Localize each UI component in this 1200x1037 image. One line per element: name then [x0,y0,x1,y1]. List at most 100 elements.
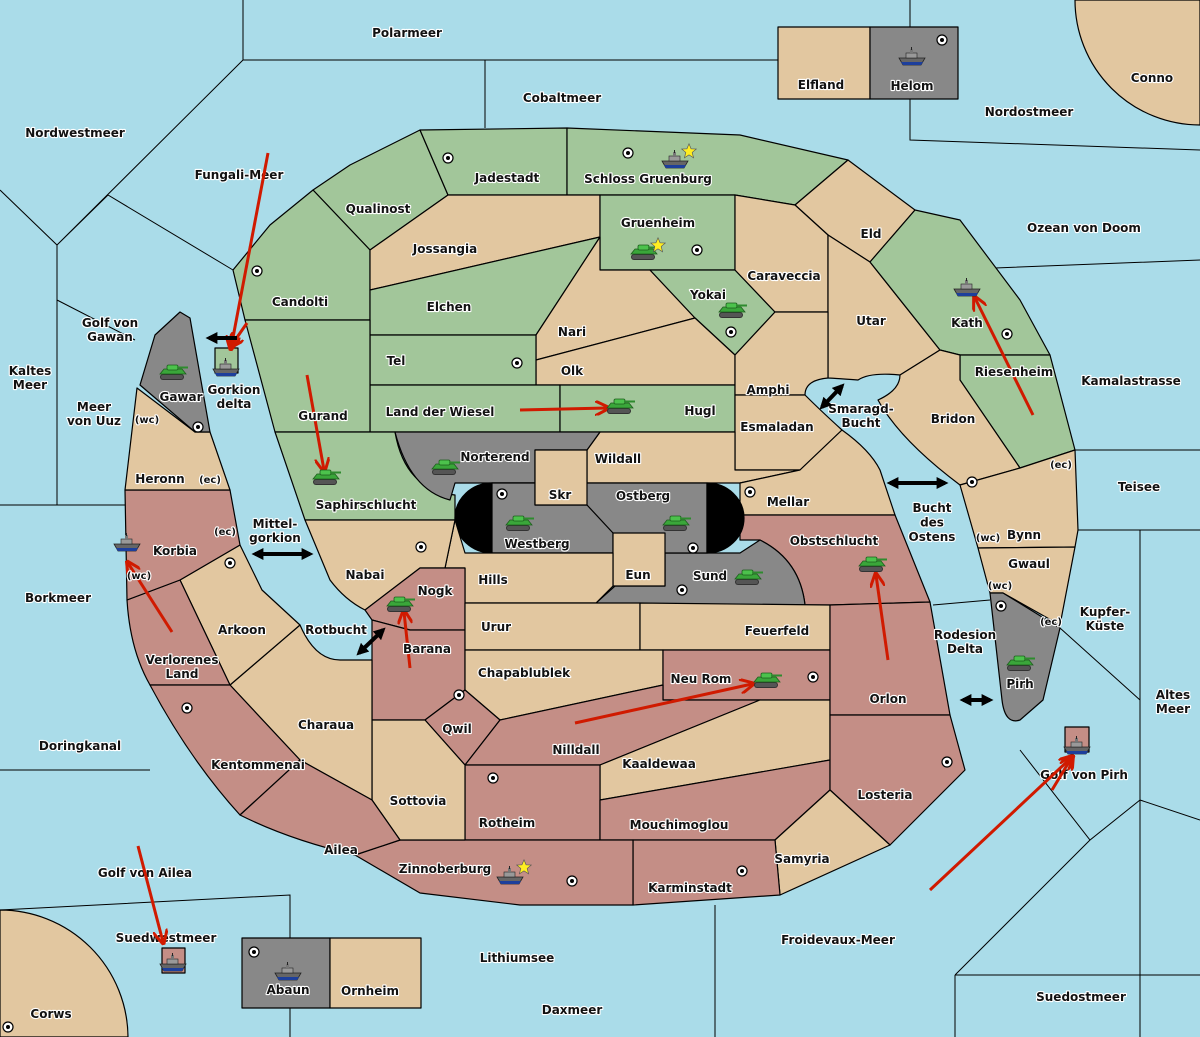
label-candolti: Candolti [272,295,328,309]
label-tel: Tel [387,354,406,368]
label-eld: Eld [861,227,882,241]
label-rotheim: Rotheim [479,816,536,830]
label-hugl: Hugl [684,404,715,418]
territory-mellar[interactable] [739,429,896,516]
label-ostberg: Ostberg [616,489,670,503]
label-samyria: Samyria [774,852,829,866]
label-polarmeer: Polarmeer [372,26,442,40]
label-mittelgorkion: Mittel-gorkion [249,517,301,545]
coast-bynn-ec: (ec) [1050,460,1072,471]
move-order-arrow [231,152,270,348]
label-abaun: Abaun [266,983,309,997]
territory-corws[interactable] [0,909,129,1037]
connection-arrow-icon [356,627,386,656]
supply-center-icon [415,541,427,553]
move-order-arrow [128,563,174,633]
label-corws: Corws [30,1007,71,1021]
label-arkoon: Arkoon [218,623,266,637]
territory-elfland[interactable] [777,26,871,100]
label-heronn: Heronn [135,472,184,486]
label-bynn: Bynn [1007,528,1041,542]
supply-center-icon [622,147,634,159]
label-orlon: Orlon [869,692,906,706]
label-gwaul: Gwaul [1008,557,1050,571]
label-suedwestmeer: Suedwestmeer [116,931,217,945]
label-feuerfeld: Feuerfeld [745,624,810,638]
territory-heronn[interactable] [124,387,231,491]
coast-gwaul-wc: (wc) [988,581,1012,592]
territory-charaua[interactable] [229,624,373,801]
label-cobaltmeer: Cobaltmeer [523,91,601,105]
label-qwil: Qwil [442,722,472,736]
supply-centers [2,34,1013,1033]
label-wildall: Wildall [595,452,641,466]
label-rotbucht: Rotbucht [305,623,367,637]
label-yokai: Yokai [689,288,726,302]
coast-labels: (wc) (ec) (ec) (wc) (ec) (wc) (wc) (ec) [126,414,1073,629]
label-ozean-von-doom: Ozean von Doom [1027,221,1141,235]
label-sund: Sund [693,569,727,583]
label-riesenheim: Riesenheim [975,365,1054,379]
territory-losteria[interactable] [829,714,966,846]
label-kaaldewaa: Kaaldewaa [622,757,696,771]
label-esmaladan: Esmaladan [740,420,813,434]
label-lithiumsee: Lithiumsee [480,951,555,965]
territory-gruenheim[interactable] [599,194,736,271]
label-amphi: Amphi [746,383,789,397]
label-nordwestmeer: Nordwestmeer [25,126,125,140]
label-land-der-wiesel: Land der Wiesel [386,405,495,419]
supply-center-icon [487,772,499,784]
label-conno: Conno [1131,71,1173,85]
label-fungali-meer: Fungali-Meer [195,168,284,182]
supply-center-icon [691,244,703,256]
label-nordostmeer: Nordostmeer [985,105,1074,119]
territory-ornheim[interactable] [329,937,422,1009]
move-order-arrow [574,684,752,725]
supply-center-icon [566,875,578,887]
label-pirh: Pirh [1006,677,1033,691]
territory-karminstadt[interactable] [632,839,781,906]
label-jossangia: Jossangia [412,242,477,256]
label-jadestadt: Jadestadt [474,171,540,185]
label-nogk: Nogk [418,584,454,598]
coast-korbia-wc: (wc) [127,571,151,582]
label-karminstadt: Karminstadt [648,881,732,895]
connection-arrow-icon [819,383,845,410]
supply-center-icon [442,152,454,164]
territory-eun[interactable] [612,532,666,587]
label-zinnoberburg: Zinnoberburg [399,862,491,876]
label-kentommenai: Kentommenai [211,758,305,772]
label-hills: Hills [478,573,508,587]
label-korbia: Korbia [153,544,197,558]
label-kupfer-kueste: Kupfer-Küste [1080,605,1130,633]
supply-center-icon [807,671,819,683]
label-gruenheim: Gruenheim [621,216,695,230]
label-ornheim: Ornheim [341,984,399,998]
supply-center-icon [496,488,508,500]
supply-center-icon [1001,328,1013,340]
land-labels: Elfland Helom Conno Jadestadt Schloss Gr… [29,70,1174,1022]
territory-gwaul[interactable] [977,546,1076,626]
label-elfland: Elfland [798,78,844,92]
label-saphirschlucht: Saphirschlucht [316,498,417,512]
label-kath: Kath [951,316,983,330]
label-urur: Urur [481,620,511,634]
orders [128,152,1072,942]
territory-conno[interactable] [1074,0,1200,126]
label-daxmeer: Daxmeer [542,1003,603,1017]
label-nilldall: Nilldall [552,743,599,757]
label-suedostmeer: Suedostmeer [1036,990,1126,1004]
supply-center-icon [251,265,263,277]
label-froidevaux-meer: Froidevaux-Meer [781,933,895,947]
label-losteria: Losteria [857,788,912,802]
label-nabai: Nabai [346,568,385,582]
label-mellar: Mellar [767,495,809,509]
label-schloss-gruenburg: Schloss Gruenburg [584,172,712,186]
territory-ailea[interactable] [239,759,401,856]
territory-skr[interactable] [534,449,588,506]
